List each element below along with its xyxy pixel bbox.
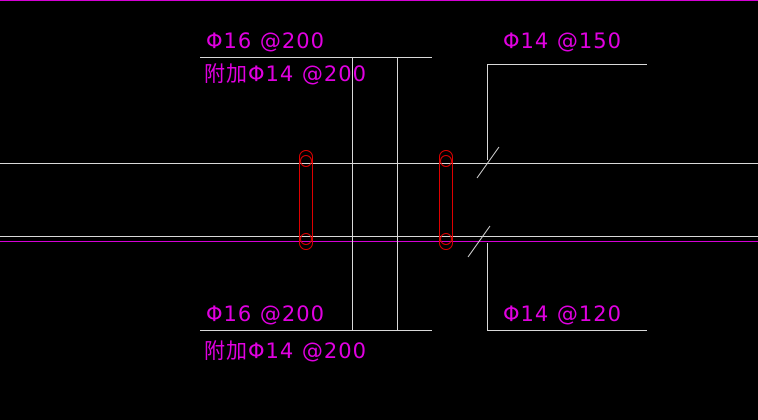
beam-top-rebar-line bbox=[0, 0, 758, 1]
leader-underline-top-right bbox=[487, 64, 647, 65]
leader-underline-top-left bbox=[200, 57, 432, 58]
leader-vertical-left-1 bbox=[352, 57, 353, 330]
stirrup-left bbox=[299, 150, 313, 250]
stirrup-right bbox=[439, 150, 453, 250]
beam-bottom-rebar-line bbox=[0, 241, 758, 242]
label-bottom-right: Φ14 @120 bbox=[503, 302, 623, 326]
rebar-section-circle-top-right bbox=[440, 155, 452, 167]
beam-bottom-edge-line bbox=[0, 236, 758, 237]
rebar-section-circle-bottom-left bbox=[300, 233, 312, 245]
label-bottom-left-additional: 附加Φ14 @200 bbox=[204, 339, 368, 363]
beam-top-edge-line bbox=[0, 163, 758, 164]
leader-underline-bottom-left bbox=[200, 330, 432, 331]
label-top-left-additional: 附加Φ14 @200 bbox=[204, 62, 368, 86]
leader-vertical-left-2 bbox=[397, 57, 398, 330]
label-top-right: Φ14 @150 bbox=[503, 29, 623, 53]
leader-underline-bottom-right bbox=[487, 330, 647, 331]
rebar-section-circle-top-left bbox=[300, 155, 312, 167]
label-bottom-left-main: Φ16 @200 bbox=[206, 302, 326, 326]
label-top-left-main: Φ16 @200 bbox=[206, 29, 326, 53]
leader-vertical-bottom-right bbox=[487, 243, 488, 330]
leader-vertical-top-right bbox=[487, 64, 488, 160]
rebar-section-circle-bottom-right bbox=[440, 233, 452, 245]
